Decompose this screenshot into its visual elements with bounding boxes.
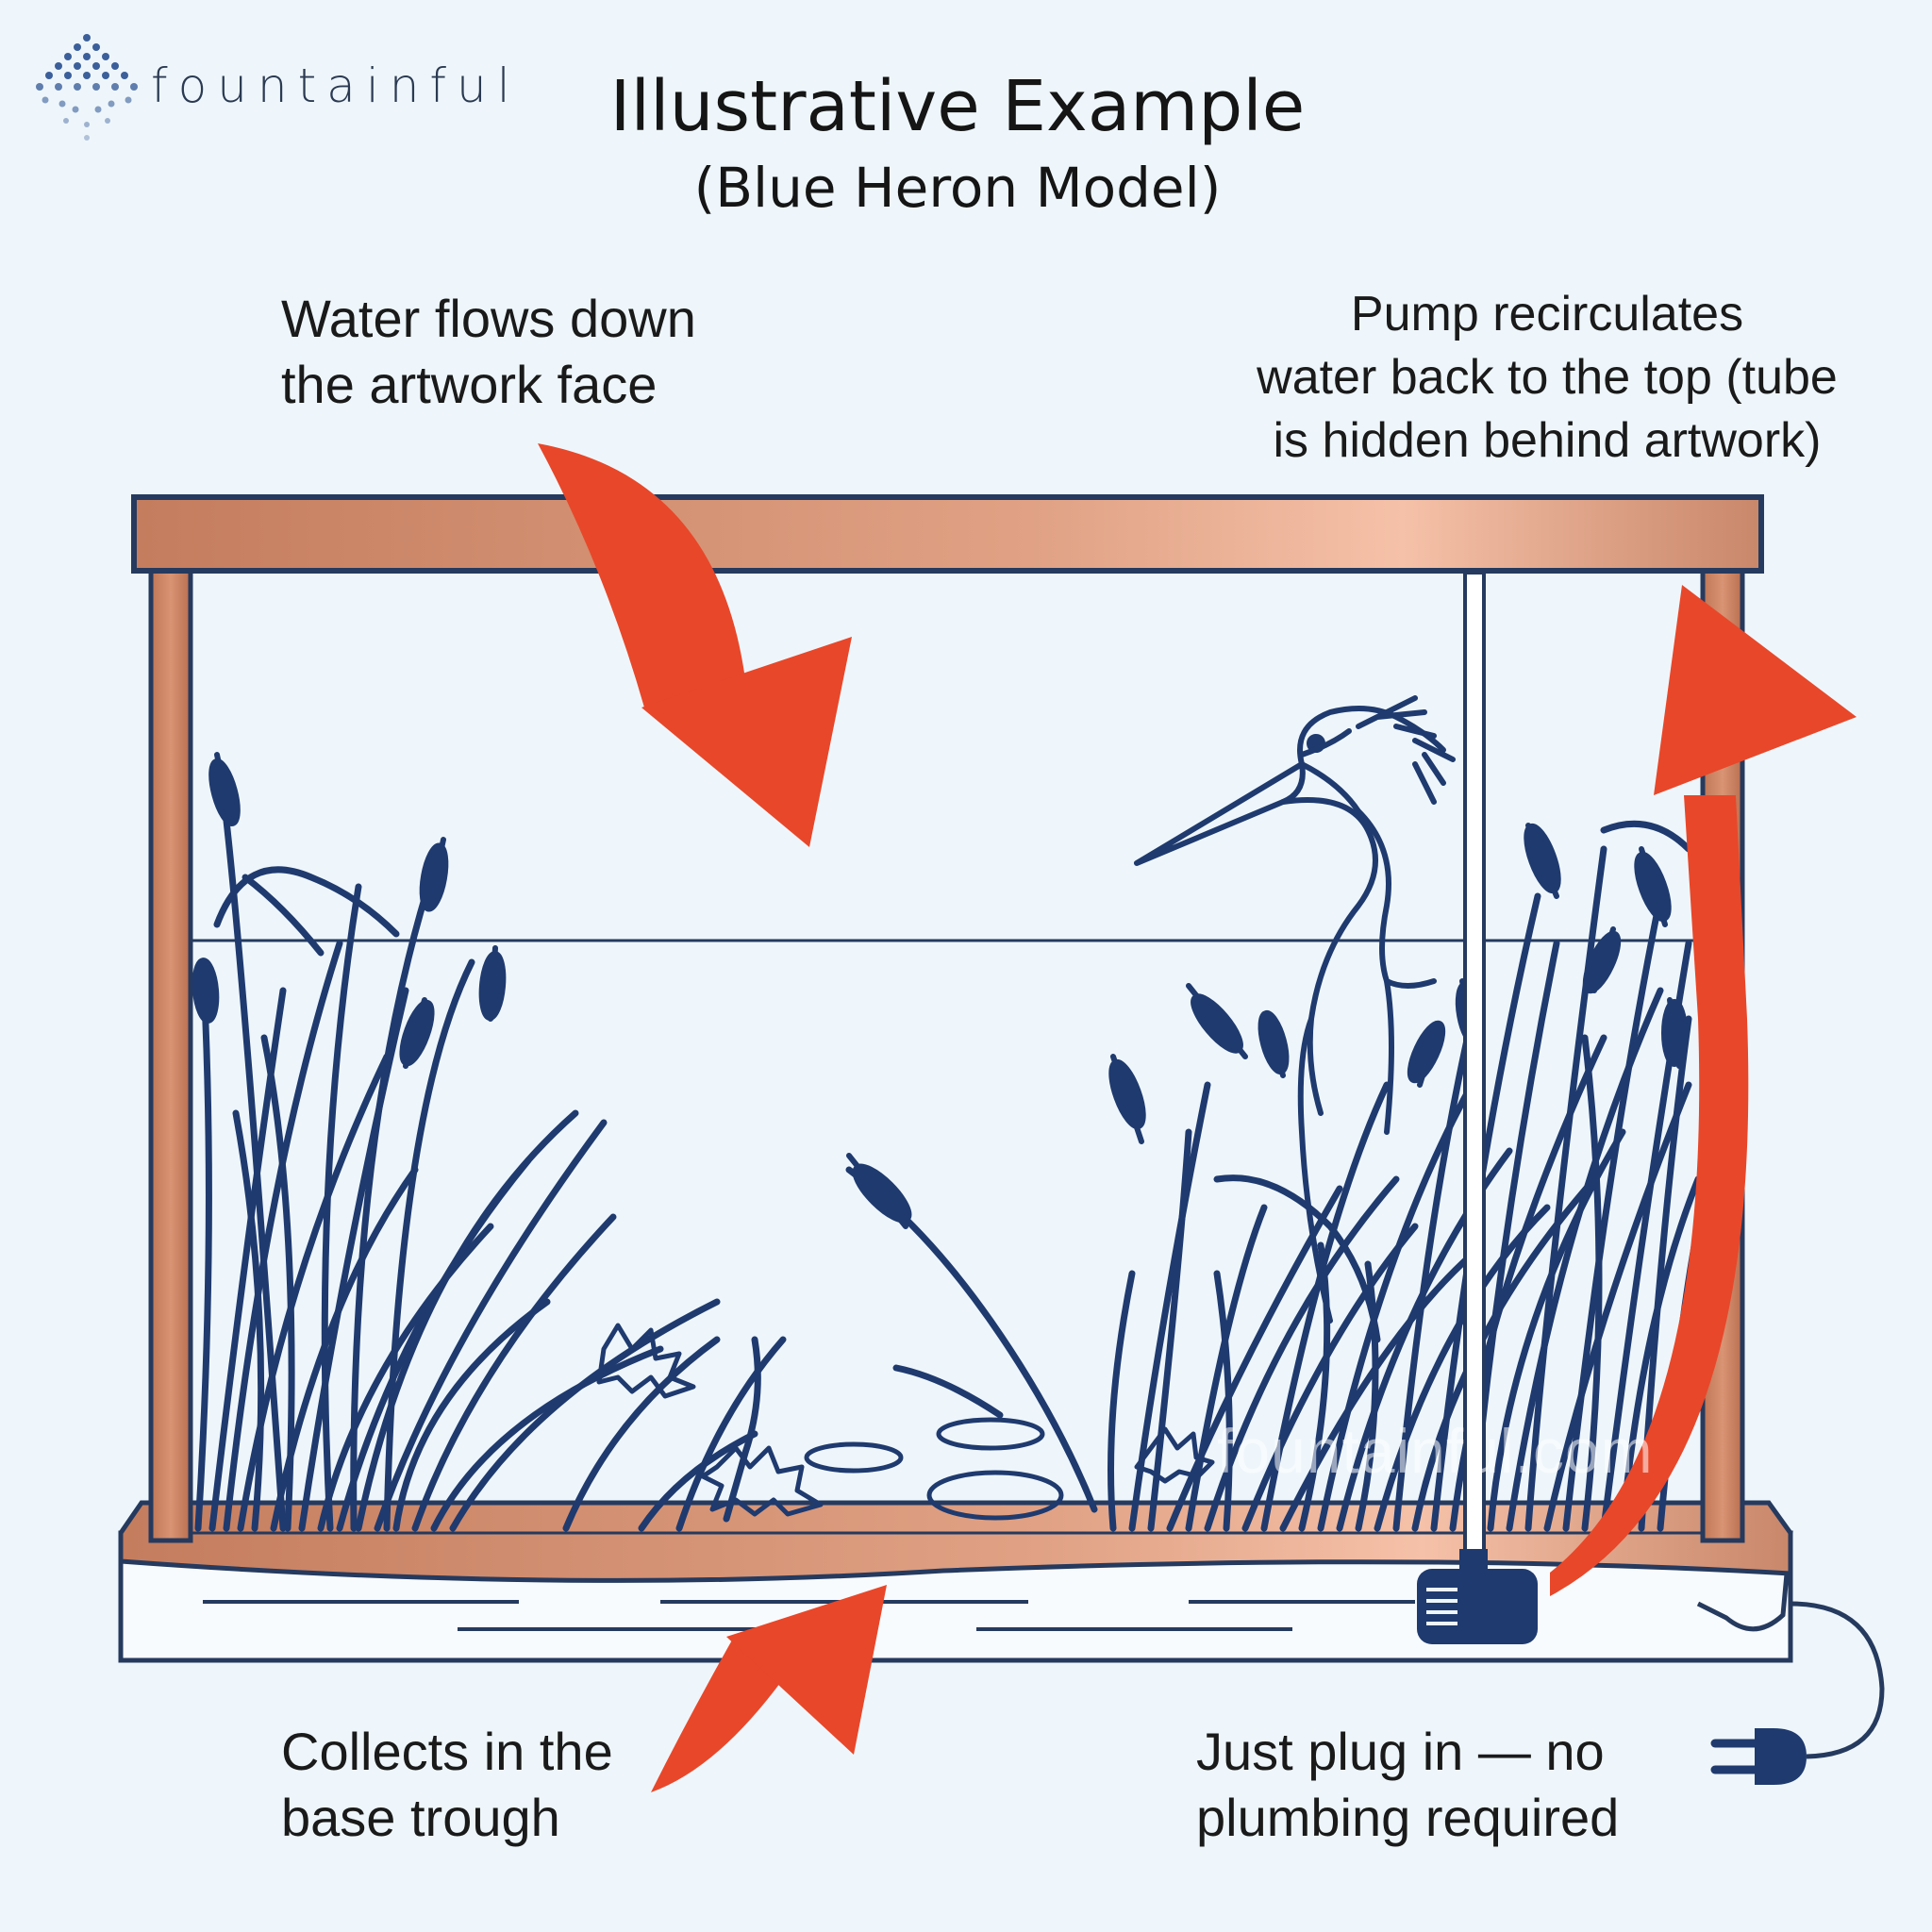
- left-post: [151, 571, 191, 1541]
- callout-trough: Collects in the base trough: [281, 1719, 613, 1851]
- diagram-subtitle: (Blue Heron Model): [575, 156, 1340, 220]
- callout-water-flow: Water flows down the artwork face: [281, 286, 696, 418]
- fountainful-logo-icon: [36, 34, 138, 141]
- watermark: fountainful.com: [1217, 1415, 1654, 1487]
- diagram-title: Illustrative Example: [575, 66, 1340, 147]
- brand-name: fountainful: [151, 58, 521, 113]
- callout-pump: Pump recirculates water back to the top …: [1179, 283, 1915, 473]
- callout-plug: Just plug in — no plumbing required: [1196, 1719, 1619, 1851]
- top-copper-bar: [134, 497, 1761, 571]
